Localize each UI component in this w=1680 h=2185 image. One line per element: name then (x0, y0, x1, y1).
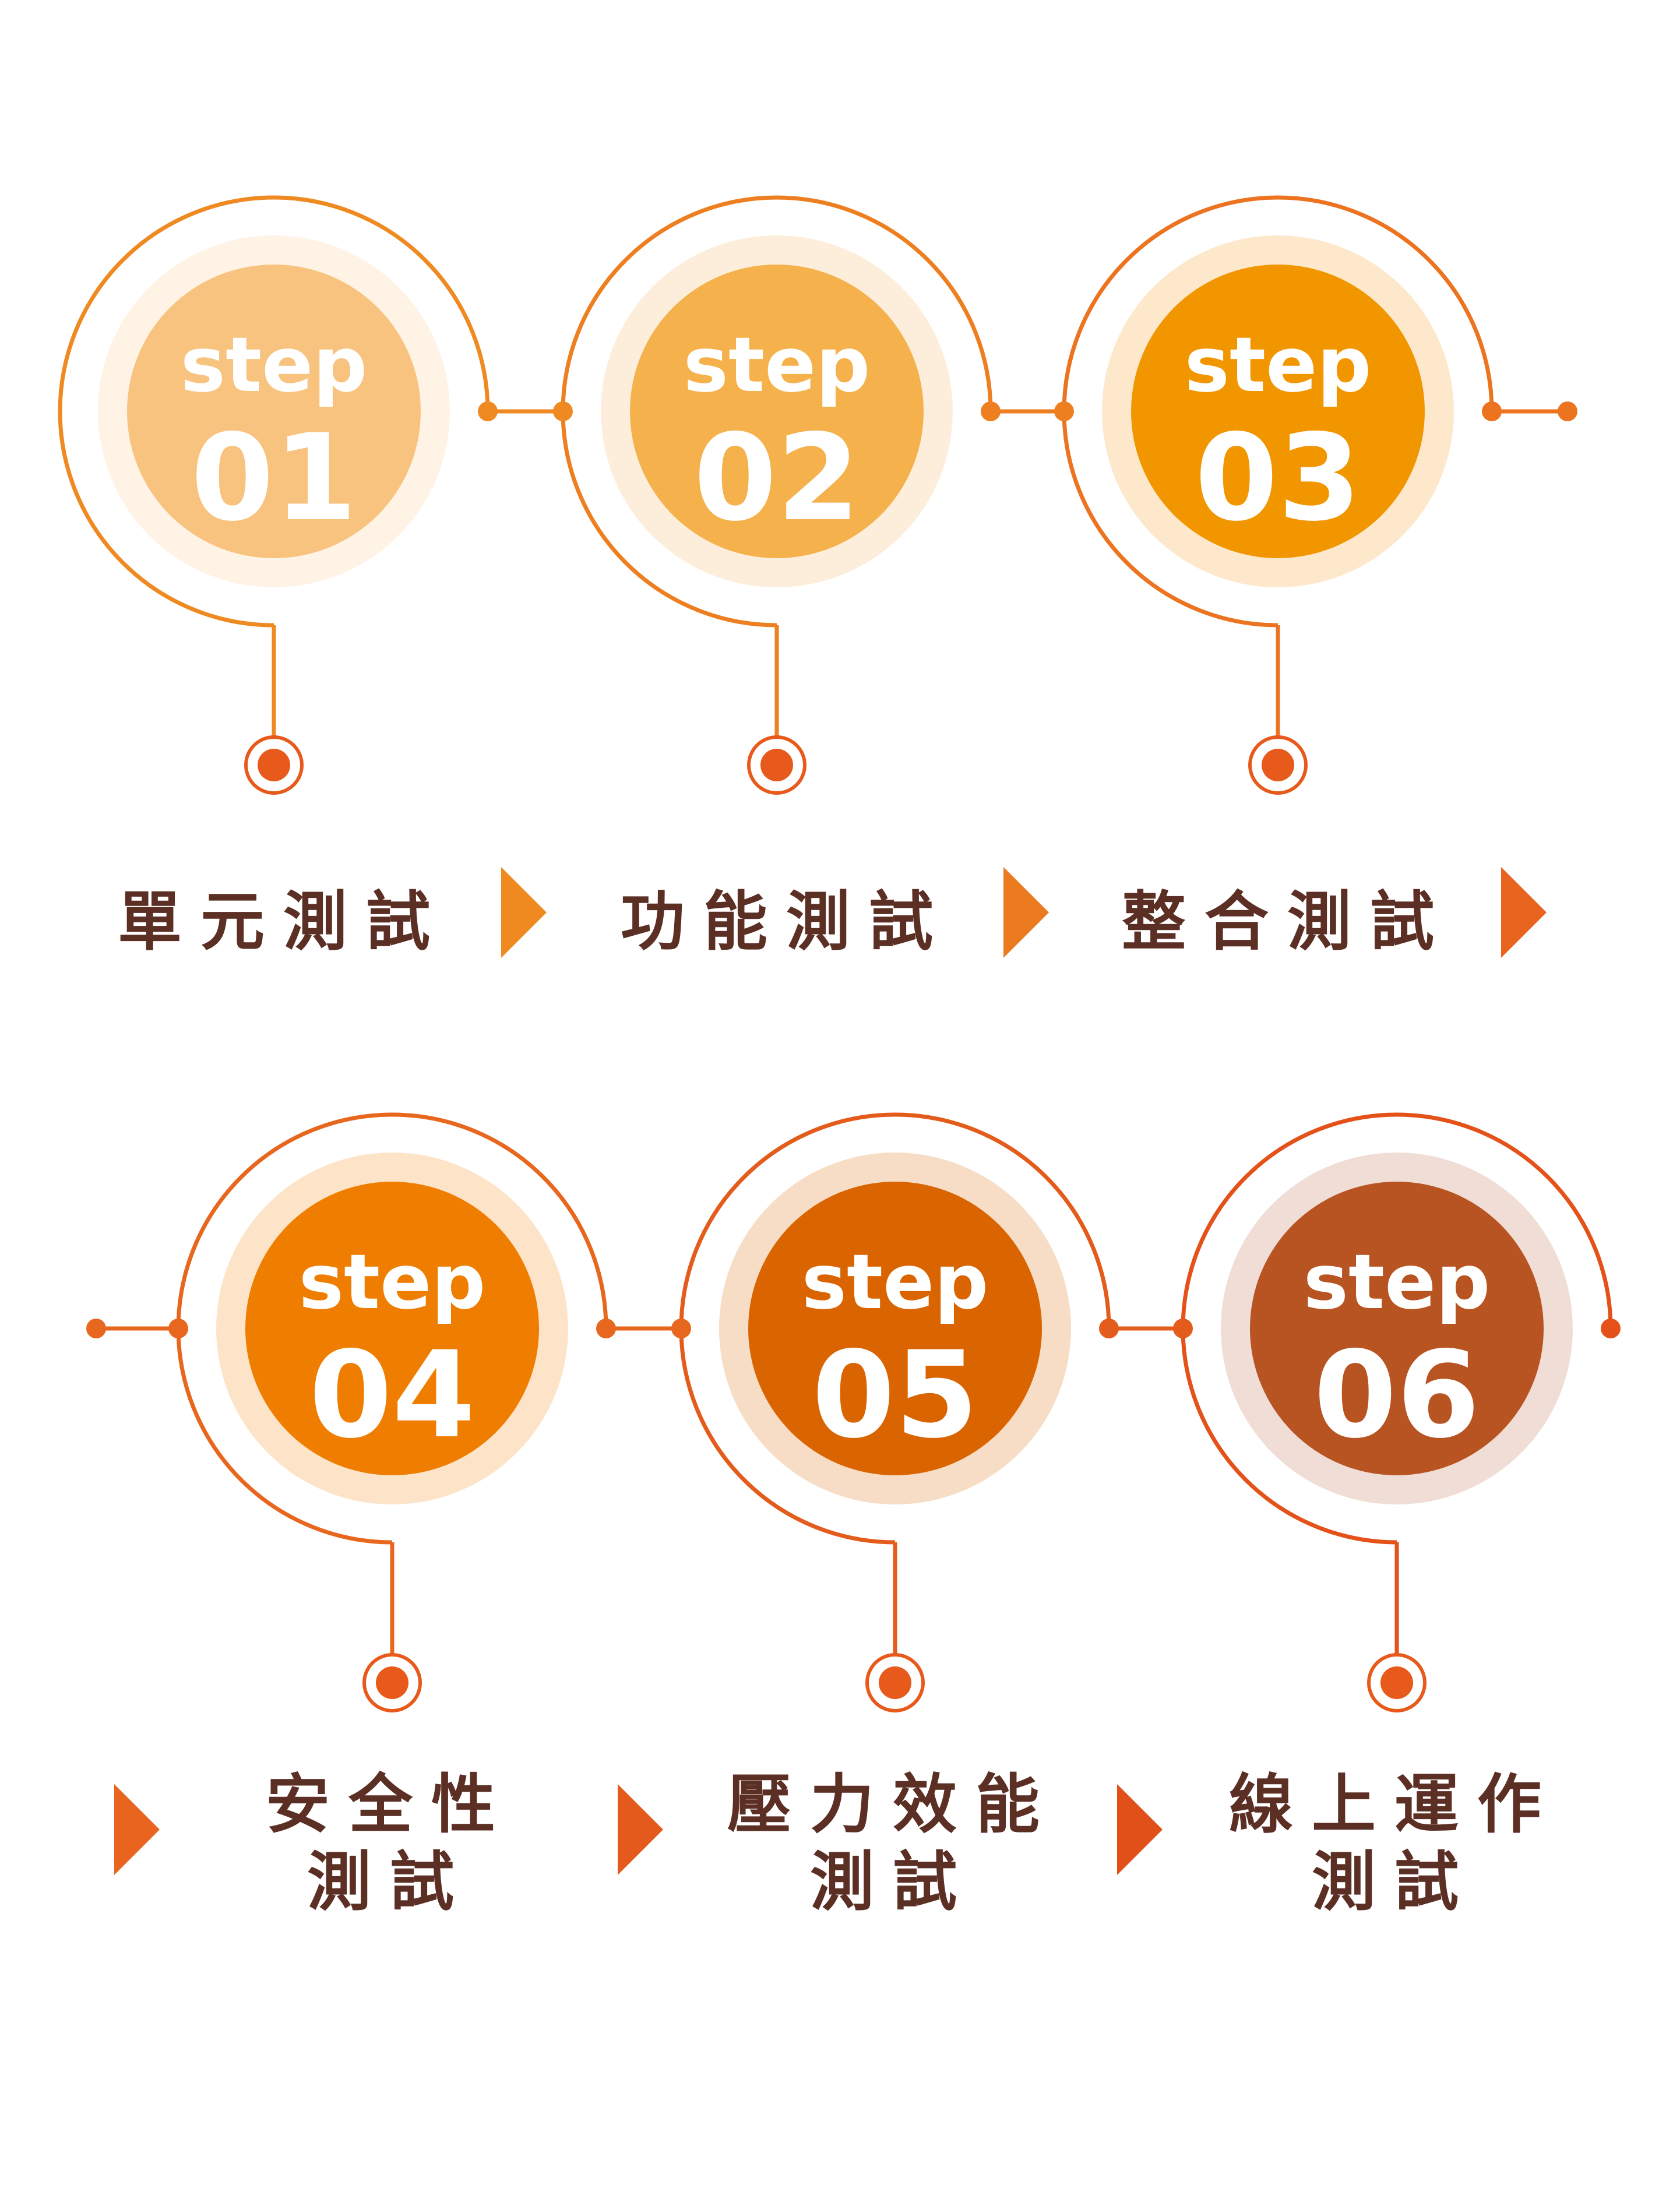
connector-dot (981, 401, 1001, 421)
step-label: 測試 (1312, 1845, 1477, 1919)
connector-dot (168, 1319, 188, 1338)
arrow-icon (501, 867, 547, 958)
inner-circle (748, 1182, 1042, 1475)
step-label: 測試 (810, 1845, 975, 1919)
connector-dot (86, 1319, 106, 1338)
step-label: 功能測試 (621, 884, 952, 959)
outer-ring (1181, 1112, 1613, 1545)
inner-circle (1131, 265, 1425, 558)
inner-circle (127, 265, 421, 558)
target-dot (1380, 1666, 1413, 1699)
step-label: 整合測試 (1122, 884, 1453, 959)
arrow-icon (1003, 867, 1049, 958)
outer-ring (1062, 195, 1494, 628)
target-dot (879, 1666, 911, 1699)
arrow-icon (1501, 867, 1547, 958)
connector-dot (671, 1319, 691, 1338)
connector-dot (1558, 401, 1577, 421)
connector-dot (1054, 401, 1074, 421)
step-word: step (1185, 320, 1372, 409)
outer-ring (58, 195, 490, 628)
arrow-icon (1117, 1784, 1163, 1875)
outer-ring (679, 1112, 1111, 1545)
target-dot (1262, 749, 1294, 781)
outer-ring (561, 195, 993, 628)
inner-circle (245, 1182, 539, 1475)
connector-dot (1601, 1319, 1621, 1338)
target-dot (760, 749, 793, 781)
step-number: 04 (309, 1326, 475, 1465)
step-number: 02 (693, 409, 860, 548)
step-label: 壓力效能 (727, 1767, 1058, 1842)
outer-ring (176, 1112, 608, 1545)
connector-dot (1099, 1319, 1119, 1338)
connector-dot (1173, 1319, 1193, 1338)
inner-circle (630, 265, 924, 558)
step-number: 05 (812, 1326, 978, 1465)
step-word: step (1304, 1238, 1491, 1326)
step-label: 單元測試 (118, 884, 449, 959)
step-word: step (181, 320, 368, 409)
step-number: 06 (1313, 1326, 1480, 1465)
connector-dot (1482, 401, 1502, 421)
step-label: 安全性 (266, 1767, 514, 1842)
target-dot (258, 749, 290, 781)
step-word: step (299, 1238, 486, 1326)
step-word: step (802, 1238, 989, 1326)
step-number: 03 (1195, 409, 1361, 548)
connector-dot (553, 401, 573, 421)
arrow-icon (618, 1784, 663, 1875)
arrow-icon (114, 1784, 160, 1875)
target-dot (376, 1666, 408, 1699)
step-number: 01 (191, 409, 357, 548)
connector-dot (478, 401, 498, 421)
connector-dot (596, 1319, 616, 1338)
step-label: 測試 (307, 1845, 473, 1919)
inner-circle (1250, 1182, 1544, 1475)
step-word: step (684, 320, 871, 409)
step-label: 線上運作 (1229, 1767, 1560, 1842)
